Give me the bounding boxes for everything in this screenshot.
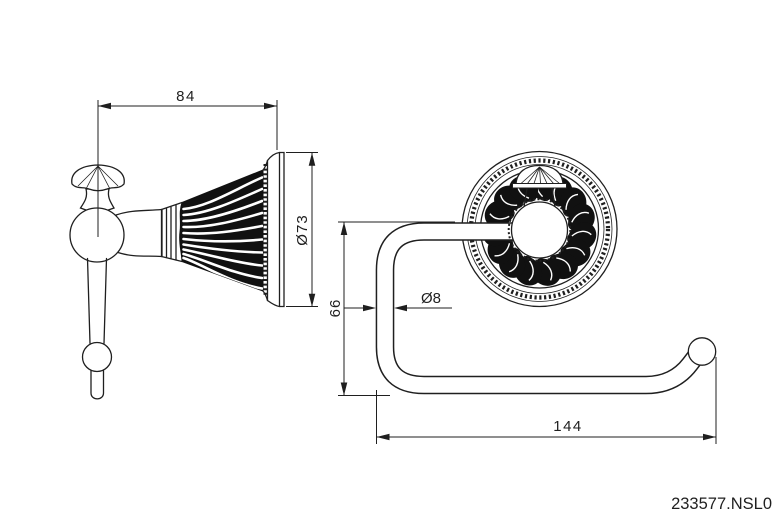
bell-flutes [182,176,263,290]
post-ball [69,207,125,263]
finial-rim [512,183,567,189]
post-bar-end [90,369,105,400]
dimension-bar-diameter-label: Ø8 [421,290,441,307]
part-number-label: 233577.NSL0 [671,495,772,513]
center-ball-scallop-ring [507,198,572,262]
front-view [375,150,717,395]
bell-escutcheon-side [179,159,269,302]
arm-end-ball [687,337,717,366]
collar-rings [160,201,183,263]
arm-center-ball [510,201,569,259]
dimension-arm-length-144: 144 [376,357,717,444]
dimension-drop-label: 66 [327,299,344,318]
side-view [69,101,285,400]
post-bar-ball [81,341,113,373]
dimension-plate-diameter-label: Ø73 [294,214,311,245]
dimension-plate-diameter-73: Ø73 [286,152,318,307]
wall-plate-side [263,151,285,308]
dimension-arm-length-label: 144 [553,418,583,435]
finial-dome [515,164,564,186]
dimension-drop-66: 66 [327,221,455,396]
finial-dome-ribs [520,166,560,184]
dimension-width-84: 84 [97,88,278,237]
knob-cap-ribs [77,165,119,190]
dimension-bar-diameter-8: Ø8 [344,290,452,312]
dimension-width-label: 84 [176,88,196,105]
bead-ring [468,158,611,300]
post-bar [81,257,113,400]
finial-neck-left [523,187,528,208]
finial-front [512,164,567,208]
roll-arm [375,222,704,395]
bell-bottom-lip [262,290,269,302]
